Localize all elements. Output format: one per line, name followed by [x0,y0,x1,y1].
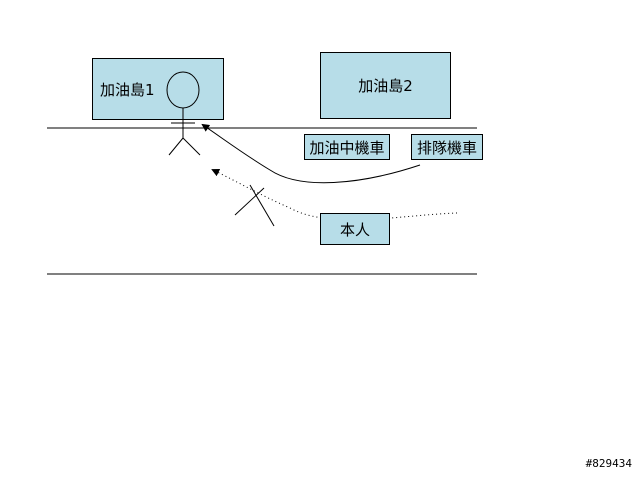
cross-mark-stroke-1 [234,187,265,216]
fuel-island-1-label: 加油島1 [100,81,155,99]
cross-mark-stroke-2 [249,184,275,227]
fueling-scooter-label: 加油中機車 [309,138,385,157]
self-box: 本人 [320,213,390,245]
queue-path-arrow [201,123,421,184]
self-label: 本人 [339,220,370,239]
queue-scooter-label: 排隊機車 [416,138,477,157]
fuel-island-2: 加油島2 [320,52,451,119]
fuel-island-1: 加油島1 [92,58,224,120]
fuel-island-2-label: 加油島2 [358,77,413,95]
fueling-scooter-box: 加油中機車 [304,134,390,160]
person-left-leg [168,137,184,156]
queue-scooter-box: 排隊機車 [411,134,483,160]
watermark-id: #829434 [585,457,632,470]
person-right-leg [182,137,201,156]
